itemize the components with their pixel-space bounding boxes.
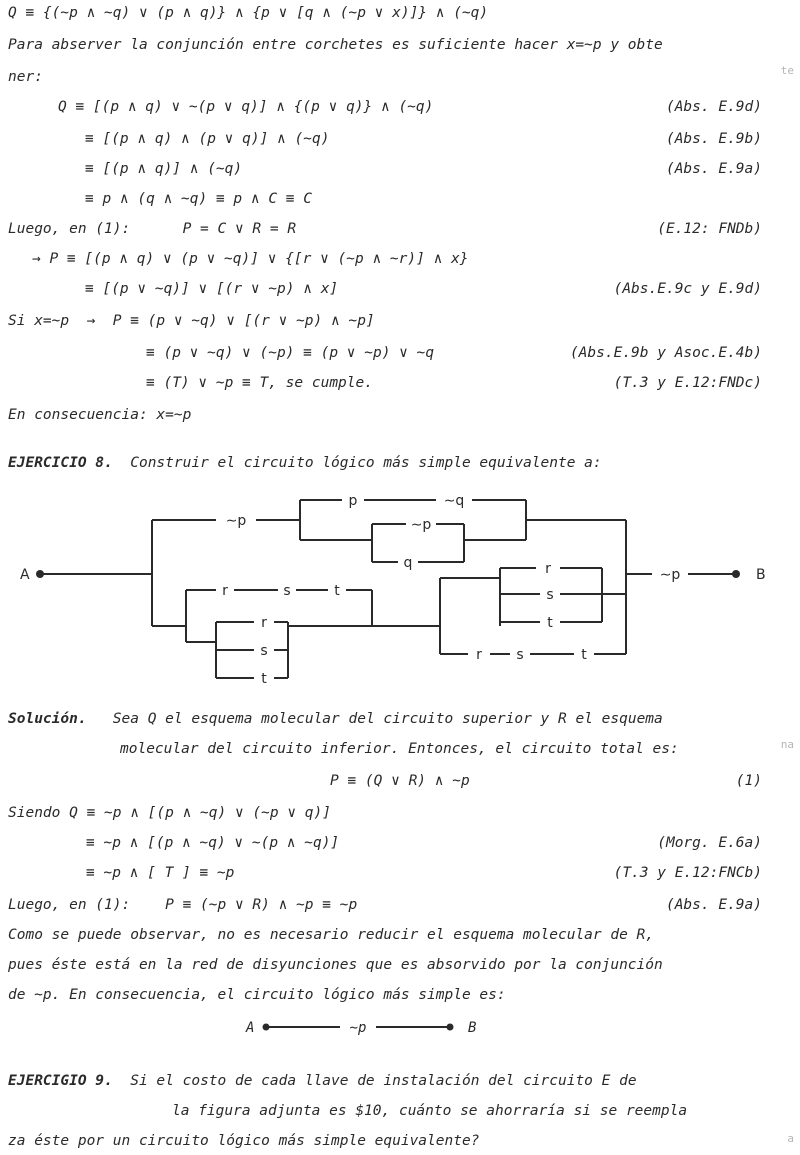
switch-lower-series2-3: t xyxy=(581,647,587,663)
exercise-9-statement: Si el costo de cada llave de instalación… xyxy=(130,1073,637,1089)
switch-lower-parallel-1: r xyxy=(261,615,267,631)
answer-terminal-b: B xyxy=(468,1020,476,1036)
derivation-step: ≡ [(p ∧ q) ∧ (p ∨ q)] ∧ (∼q) xyxy=(85,131,330,147)
switch-final: ∼p xyxy=(660,567,681,583)
law-reference: (Abs.E.9b y Asoc.E.4b) xyxy=(569,345,762,361)
switch-lower-parallel-2: s xyxy=(260,643,267,659)
paragraph-line: pues éste está en la red de disyunciones… xyxy=(8,957,663,973)
derivation-step: Si x=∼p → P ≡ (p ∨ ∼q) ∨ [(r ∨ ∼p) ∧ ∼p] xyxy=(8,313,375,329)
answer-terminal-a: A xyxy=(245,1020,254,1036)
paragraph-line: ner: xyxy=(8,69,43,85)
exercise-8-label: EJERCICIO 8. xyxy=(8,455,113,471)
derivation-step: Luego, en (1): P = C ∨ R = R xyxy=(8,221,297,237)
terminal-b-label: B xyxy=(756,567,766,583)
derivation-step: Luego, en (1): P ≡ (∼p ∨ R) ∧ ∼p ≡ ∼p xyxy=(8,897,358,913)
law-reference: (Morg. E.6a) xyxy=(657,835,762,851)
law-reference: (T.3 y E.12:FNCb) xyxy=(613,865,762,881)
derivation-step: ≡ [(p ∧ q)] ∧ (∼q) xyxy=(85,161,243,177)
derivation-step: ≡ (p ∨ ∼q) ∨ (∼p) ≡ (p ∨ ∼p) ∨ ∼q xyxy=(146,345,435,361)
switch-lower-parallel-3: t xyxy=(261,671,267,687)
solution-line: Solución. Sea Q el esquema molecular del… xyxy=(8,710,663,728)
derivation-step: ≡ [(p ∨ ∼q)] ∨ [(r ∨ ∼p) ∧ x] xyxy=(85,281,339,297)
paragraph-line: za éste por un circuito lógico más simpl… xyxy=(8,1133,480,1149)
exercise-9-label: EJERCIGIO 9. xyxy=(8,1073,113,1089)
solution-text: Sea Q el esquema molecular del circuito … xyxy=(112,711,663,727)
derivation-step: Siendo Q ≡ ∼p ∧ [(p ∧ ∼q) ∨ (∼p ∨ q)] xyxy=(8,805,332,821)
derivation-step: ≡ ∼p ∧ [(p ∧ ∼q) ∨ ∼(p ∧ ∼q)] xyxy=(86,835,340,851)
margin-mark: te xyxy=(780,64,794,77)
paragraph-line: Como se puede observar, no es necesario … xyxy=(8,927,655,943)
answer-terminal-a-dot xyxy=(262,1023,270,1031)
derivation-step: → P ≡ [(p ∧ q) ∨ (p ∨ ∼q)] ∨ {[r ∨ (∼p ∧… xyxy=(32,251,469,267)
solution-label: Solución. xyxy=(8,711,87,727)
switch-lower-parallel2-2: s xyxy=(546,587,553,603)
law-reference: (E.12: FNDb) xyxy=(657,221,762,237)
exercise-8-statement: Construir el circuito lógico más simple … xyxy=(130,455,602,471)
exercise-8-heading: EJERCICIO 8. Construir el circuito lógic… xyxy=(8,454,602,472)
law-reference: (T.3 y E.12:FNDc) xyxy=(613,375,762,391)
switch-lower-parallel2-3: t xyxy=(547,615,553,631)
switch-lower-series-2: s xyxy=(283,583,290,599)
terminal-a-dot xyxy=(36,570,44,578)
switch-upper-top-2: ∼q xyxy=(444,493,465,509)
switch-upper-top-1: p xyxy=(349,493,358,509)
logic-circuit-diagram: A B ∼p p ∼q ∼p q r s t r s t r s t r s t… xyxy=(20,493,766,687)
switch-lower-series-3: t xyxy=(334,583,340,599)
paragraph-line: la figura adjunta es $10, cuánto se ahor… xyxy=(172,1103,688,1119)
derivation-step: ≡ p ∧ (q ∧ ∼q) ≡ p ∧ C ≡ C xyxy=(85,191,312,207)
law-reference: (Abs. E.9a) xyxy=(665,897,762,913)
expression-q-initial: Q ≡ {(∼p ∧ ∼q) ∨ (p ∧ q)} ∧ {p ∨ [q ∧ (∼… xyxy=(8,5,489,21)
derivation-step: ≡ (T) ∨ ∼p ≡ T, se cumple. xyxy=(146,375,373,391)
exercise-9-heading: EJERCIGIO 9. Si el costo de cada llave d… xyxy=(8,1072,637,1090)
switch-lower-parallel2-1: r xyxy=(545,561,551,577)
conclusion-line: En consecuencia: x=∼p xyxy=(8,407,192,423)
paragraph-line: de ∼p. En consecuencia, el circuito lógi… xyxy=(8,987,506,1003)
terminal-a-label: A xyxy=(20,567,30,583)
equation-number: (1) xyxy=(735,773,762,789)
law-reference: (Abs. E.9b) xyxy=(665,131,762,147)
derivation-step: ≡ ∼p ∧ [ T ] ≡ ∼p xyxy=(86,865,235,881)
switch-upper-inner-2: q xyxy=(404,555,413,571)
switch-upper-inner-1: ∼p xyxy=(411,517,432,533)
switch-upper-series: ∼p xyxy=(226,513,247,529)
paragraph-line: Para abserver la conjunción entre corche… xyxy=(8,37,663,53)
switch-lower-series2-2: s xyxy=(516,647,523,663)
margin-mark: na xyxy=(780,738,794,751)
law-reference: (Abs. E.9a) xyxy=(665,161,762,177)
derivation-step: Q ≡ [(p ∧ q) ∨ ∼(p ∨ q)] ∧ {(p ∨ q)} ∧ (… xyxy=(58,99,434,115)
margin-mark: a xyxy=(787,1132,794,1145)
simplest-circuit-diagram: A ∼p B xyxy=(245,1020,476,1036)
answer-switch: ∼p xyxy=(350,1020,367,1036)
paragraph-line: molecular del circuito inferior. Entonce… xyxy=(120,741,679,757)
switch-lower-series2-1: r xyxy=(476,647,482,663)
total-circuit-formula: P ≡ (Q ∨ R) ∧ ∼p xyxy=(330,773,470,789)
answer-terminal-b-dot xyxy=(446,1023,454,1031)
terminal-b-dot xyxy=(732,570,740,578)
switch-lower-series-1: r xyxy=(222,583,228,599)
law-reference: (Abs. E.9d) xyxy=(665,99,762,115)
law-reference: (Abs.E.9c y E.9d) xyxy=(613,281,762,297)
